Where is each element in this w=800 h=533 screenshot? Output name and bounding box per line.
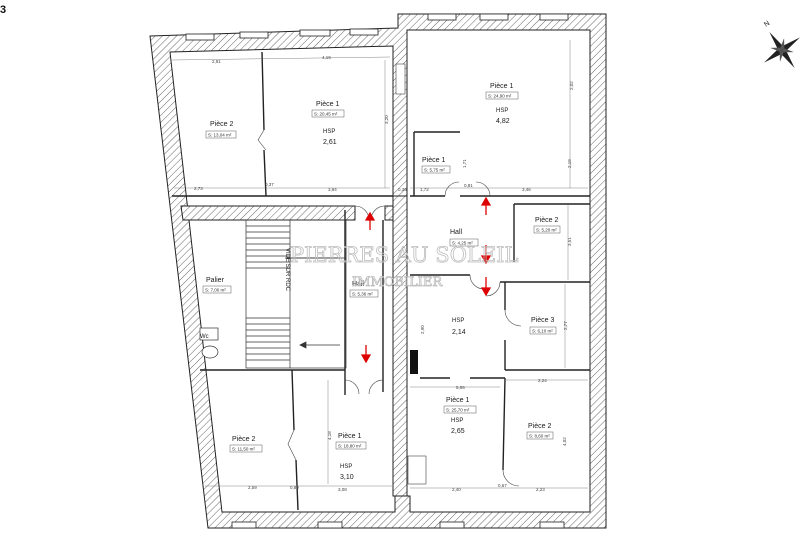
dimension-label: 3,46 xyxy=(522,187,531,192)
room-br-piece2: Pièce 2 S: 8,60 m² xyxy=(526,423,554,440)
mid-wall-right xyxy=(384,205,394,221)
dimension-label: 0,81 xyxy=(464,183,473,188)
wc-fixtures xyxy=(199,327,219,359)
room-hsp-label: HSP xyxy=(452,318,464,324)
mid-wall xyxy=(180,205,356,221)
dimension-label: 1,72 xyxy=(420,187,429,192)
dark-column xyxy=(410,350,418,374)
page-number: 3 xyxy=(0,4,7,16)
room-hsp: 2,65 xyxy=(451,428,465,435)
dimension-label: 2,90 xyxy=(420,325,425,334)
room-hall: Hall S: 4,25 m² xyxy=(449,229,479,247)
dimension-label: 3,84 xyxy=(328,187,337,192)
room-name: Pièce 1 xyxy=(316,101,339,108)
room-name: Pièce 2 xyxy=(210,121,233,128)
room-area: S: 18,80 m² xyxy=(338,444,362,449)
room-tl-piece2: Pièce 2 S: 13,04 m² xyxy=(205,121,237,139)
dimension-texts: 2,91 4,19 2,73 0,37 3,84 0,36 1,72 0,81 … xyxy=(194,55,574,492)
room-name: Pièce 1 xyxy=(338,433,361,440)
room-area: S: 20,45 m² xyxy=(314,112,338,117)
watermark-title: PIERRES AU SOLEIL xyxy=(290,243,518,267)
room-area: S: 6,10 m² xyxy=(532,329,553,334)
room-r-piece3: Pièce 3 S: 6,10 m² xyxy=(529,317,557,335)
room-bm-piece1: Pièce 1 S: 25,70 m² HSP 2,65 xyxy=(443,397,477,435)
room-hsp: 3,10 xyxy=(340,474,354,481)
room-r-piece2: Pièce 2 S: 5,20 m² xyxy=(533,217,561,234)
central-wall xyxy=(392,195,408,497)
dimension-label: 2,23 xyxy=(536,487,545,492)
room-hsp-label: HSP xyxy=(340,464,352,470)
dimension-label: 2,19 xyxy=(567,159,572,168)
room-area: S: 24,90 m² xyxy=(488,94,512,99)
room-bl-piece1: Pièce 1 S: 18,80 m² HSP 3,10 xyxy=(335,433,367,481)
dimension-label: 2,59 xyxy=(248,485,257,490)
dimension-label: 0,67 xyxy=(498,483,507,488)
dimension-label: 3,20 xyxy=(384,115,389,124)
radiators xyxy=(395,63,427,485)
stair-label: VIDE SUR RDC xyxy=(284,248,290,292)
dimension-label: 4,18 xyxy=(327,431,332,440)
dimension-label: 1,71 xyxy=(462,159,467,168)
room-name: Hall xyxy=(352,281,365,288)
room-center-hsp: HSP 2,14 xyxy=(452,318,466,336)
room-name: Pièce 1 xyxy=(490,83,513,90)
room-name: Pièce 2 xyxy=(535,217,558,224)
room-name: Palier xyxy=(206,277,225,284)
dimension-label: 3,51 xyxy=(567,237,572,246)
dimension-label: 4,02 xyxy=(562,437,567,446)
room-tl-piece1: Pièce 1 S: 20,45 m² HSP 2,61 xyxy=(311,101,345,146)
dimension-lines xyxy=(171,40,588,489)
compass-north-label: N xyxy=(763,20,771,29)
dimension-label: 2,91 xyxy=(212,59,221,64)
staircase xyxy=(245,219,347,369)
room-area: S: 5,75 m² xyxy=(424,168,445,173)
dimension-label: 0,36 xyxy=(398,187,407,192)
room-area: S: 5,36 m² xyxy=(352,292,373,297)
room-mid-piece1: Pièce 1 S: 5,75 m² xyxy=(421,157,451,174)
room-hsp: 4,82 xyxy=(496,118,510,125)
room-area: S: 13,04 m² xyxy=(208,133,232,138)
dimension-label: 2,73 xyxy=(194,186,203,191)
outer-wall xyxy=(149,13,607,529)
room-name: Pièce 3 xyxy=(531,317,554,324)
room-hsp-label: HSP xyxy=(496,108,508,114)
room-name: Pièce 1 xyxy=(422,157,445,164)
room-name: Hall xyxy=(450,229,463,236)
room-area: S: 11,50 m² xyxy=(232,447,255,452)
dimension-label: 2,24 xyxy=(538,378,547,383)
room-area: S: 5,20 m² xyxy=(536,228,557,233)
room-hsp: 2,61 xyxy=(323,139,337,146)
room-hsp: 2,14 xyxy=(452,329,466,336)
room-bl-piece2: Pièce 2 S: 11,50 m² xyxy=(229,436,263,453)
room-name: Pièce 2 xyxy=(232,436,255,443)
dimension-label: 2,40 xyxy=(452,487,461,492)
room-wc: Wc xyxy=(200,334,209,340)
red-arrows xyxy=(360,196,492,364)
room-hsp-label: HSP xyxy=(323,129,335,135)
windows-top xyxy=(185,13,569,41)
room-name: Pièce 2 xyxy=(528,423,551,430)
dimension-label: 4,19 xyxy=(322,55,331,60)
room-hall2: Hall S: 5,36 m² xyxy=(349,281,379,298)
compass-icon xyxy=(763,31,800,69)
room-area: S: 8,60 m² xyxy=(529,434,550,439)
dimension-label: 0,80 xyxy=(290,485,299,490)
dimension-label: 5,06 xyxy=(456,385,465,390)
room-hsp-label: HSP xyxy=(451,418,463,424)
door-swings xyxy=(257,129,522,487)
dimension-label: 2,77 xyxy=(563,321,568,330)
room-area: S: 25,70 m² xyxy=(446,408,470,413)
dimension-label: 3,08 xyxy=(338,487,347,492)
windows-bottom xyxy=(231,521,565,529)
room-name: Pièce 1 xyxy=(446,397,469,404)
watermark-subtitle: IMMOBILIER xyxy=(352,275,443,290)
dimension-label: 0,37 xyxy=(265,182,274,187)
room-area: S: 7,00 m² xyxy=(205,288,226,293)
room-tr-piece1: Pièce 1 S: 24,90 m² HSP 4,82 xyxy=(485,83,519,125)
partitions xyxy=(172,51,590,511)
room-area: S: 4,25 m² xyxy=(452,241,473,246)
room-palier: Palier S: 7,00 m² xyxy=(202,277,232,294)
dimension-label: 2,02 xyxy=(569,81,574,90)
